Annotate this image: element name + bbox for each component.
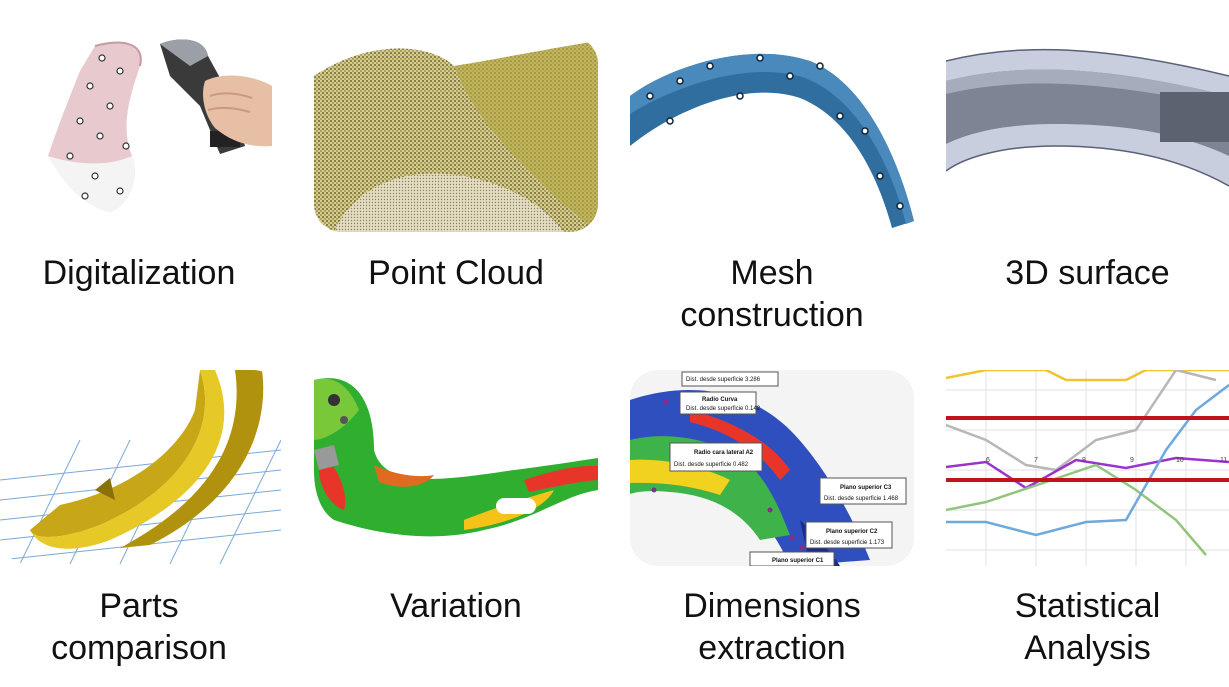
annotation-4-value: Dist. desde superficie 1.468 xyxy=(824,496,899,502)
parts-comparison-label: Parts comparison xyxy=(51,587,227,667)
chart-tick-7: 7 xyxy=(1034,457,1038,464)
dimensions-extraction-image: Dist. desde superficie 3.286 Radio Curva… xyxy=(630,370,914,566)
annotation-2-title: Radio Curva xyxy=(702,397,738,403)
chart-tick-11: 11 xyxy=(1220,457,1227,464)
annotation-4-title: Plano superior C3 xyxy=(840,485,892,491)
3d-surface-label: 3D surface xyxy=(1005,254,1170,292)
point-cloud-image xyxy=(314,36,598,232)
statistical-analysis-image: 6 7 8 9 10 11 xyxy=(946,370,1229,566)
chart-tick-6: 6 xyxy=(986,457,990,464)
3d-surface-image xyxy=(946,36,1229,196)
annotation-5-title: Plano superior C2 xyxy=(826,529,878,535)
variation-label: Variation xyxy=(390,587,522,625)
parts-comparison-image xyxy=(0,370,281,564)
annotation-3-title: Radio cara lateral A2 xyxy=(694,450,754,456)
annotation-2-value: Dist. desde superficie 0.142 xyxy=(686,406,761,412)
annotation-5-value: Dist. desde superficie 1.173 xyxy=(810,540,885,546)
chart-tick-10: 10 xyxy=(1176,457,1184,464)
statistical-analysis-label: Statistical Analysis xyxy=(1014,587,1161,667)
chart-tick-9: 9 xyxy=(1130,457,1134,464)
annotation-3-value: Dist. desde superficie 0.482 xyxy=(674,462,749,468)
digitalization-label: Digitalization xyxy=(42,254,236,292)
dimensions-extraction-label: Dimensions extraction xyxy=(683,587,861,667)
chart-tick-8: 8 xyxy=(1082,457,1086,464)
annotation-1-text: Dist. desde superficie 3.286 xyxy=(686,377,761,383)
mesh-construction-label: Mesh construction xyxy=(680,254,864,334)
point-cloud-label: Point Cloud xyxy=(368,254,544,292)
variation-image xyxy=(314,370,598,566)
digitalization-image xyxy=(40,36,272,220)
mesh-construction-image xyxy=(630,36,914,232)
annotation-6-title: Plano superior C1 xyxy=(772,558,824,564)
